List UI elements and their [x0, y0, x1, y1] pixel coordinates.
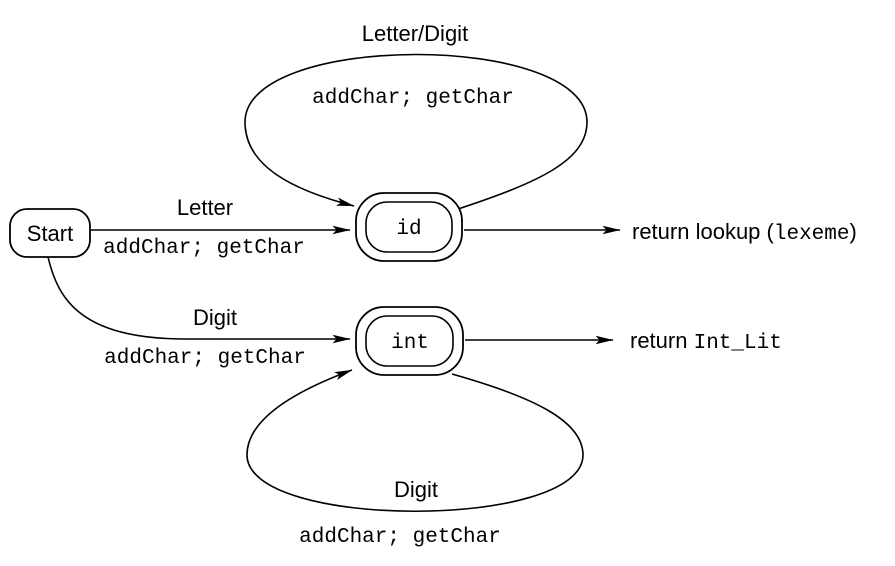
label-id-selfloop-action: addChar; getChar: [312, 87, 514, 110]
state-start-shape: [9, 208, 91, 258]
output-id-code: lexeme: [774, 223, 850, 246]
transition-int-selfloop-arrow: [246, 369, 584, 512]
output-int-code: Int_Lit: [694, 332, 782, 355]
output-int-text: return Int_Lit: [630, 328, 782, 355]
state-id-outer-shape: [355, 192, 463, 262]
label-int-selfloop-condition: Digit: [394, 477, 438, 502]
output-id-text: return lookup (lexeme): [632, 219, 857, 246]
label-start-int-action: addChar; getChar: [104, 347, 306, 370]
output-int-prefix: return: [630, 328, 694, 353]
label-id-selfloop-condition: Letter/Digit: [362, 21, 468, 46]
label-int-selfloop-action: addChar; getChar: [299, 526, 501, 549]
label-start-id-action: addChar; getChar: [103, 237, 305, 260]
state-int-label: int: [391, 332, 429, 355]
state-int-outer-shape: [355, 306, 464, 376]
label-start-int-condition: Digit: [193, 305, 237, 330]
transition-id-selfloop-arrow: [244, 53, 588, 210]
output-id-suffix: ): [849, 219, 856, 244]
state-id-label: id: [396, 218, 421, 241]
state-id: id: [355, 192, 463, 262]
state-int-inner-shape: [365, 315, 454, 367]
state-int: int: [355, 306, 464, 376]
output-id-prefix: return lookup (: [632, 219, 775, 244]
state-start: Start: [9, 208, 91, 258]
state-start-label: Start: [27, 221, 73, 246]
transition-start-int-arrow: [47, 256, 351, 344]
label-start-id-condition: Letter: [177, 195, 233, 220]
state-id-inner-shape: [365, 201, 453, 253]
